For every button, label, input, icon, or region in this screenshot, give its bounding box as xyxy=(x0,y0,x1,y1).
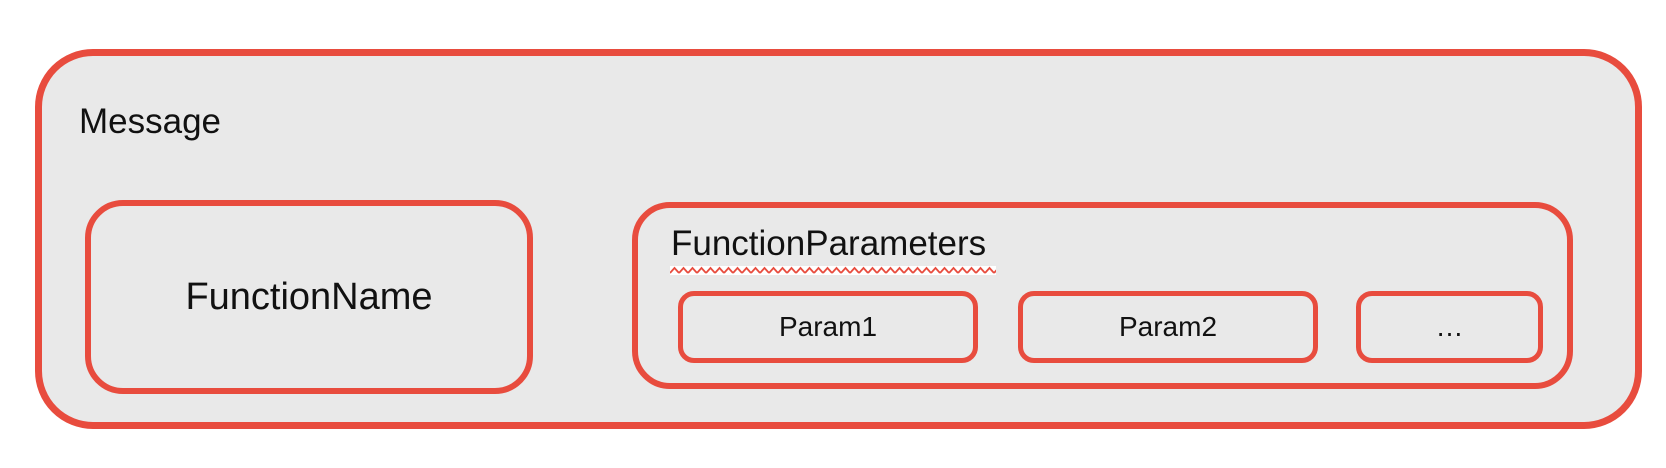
message-label: Message xyxy=(79,102,222,141)
function-parameters-node: FunctionParameters Param1 Param2 xyxy=(632,202,1573,389)
param-1-label: Param1 xyxy=(778,311,878,342)
param-more-label: … xyxy=(1435,311,1464,342)
function-name-label: FunctionName xyxy=(185,275,433,318)
spellcheck-squiggle-icon xyxy=(670,266,996,275)
function-name-node: FunctionName xyxy=(85,200,533,394)
param-2-label: Param2 xyxy=(1118,311,1218,342)
function-parameters-label: FunctionParameters xyxy=(671,224,987,263)
param-node-2: Param2 xyxy=(1018,291,1318,363)
param-node-more: … xyxy=(1356,291,1543,363)
param-node-1: Param1 xyxy=(678,291,978,363)
message-node: Message FunctionName FunctionParameters … xyxy=(35,49,1642,429)
